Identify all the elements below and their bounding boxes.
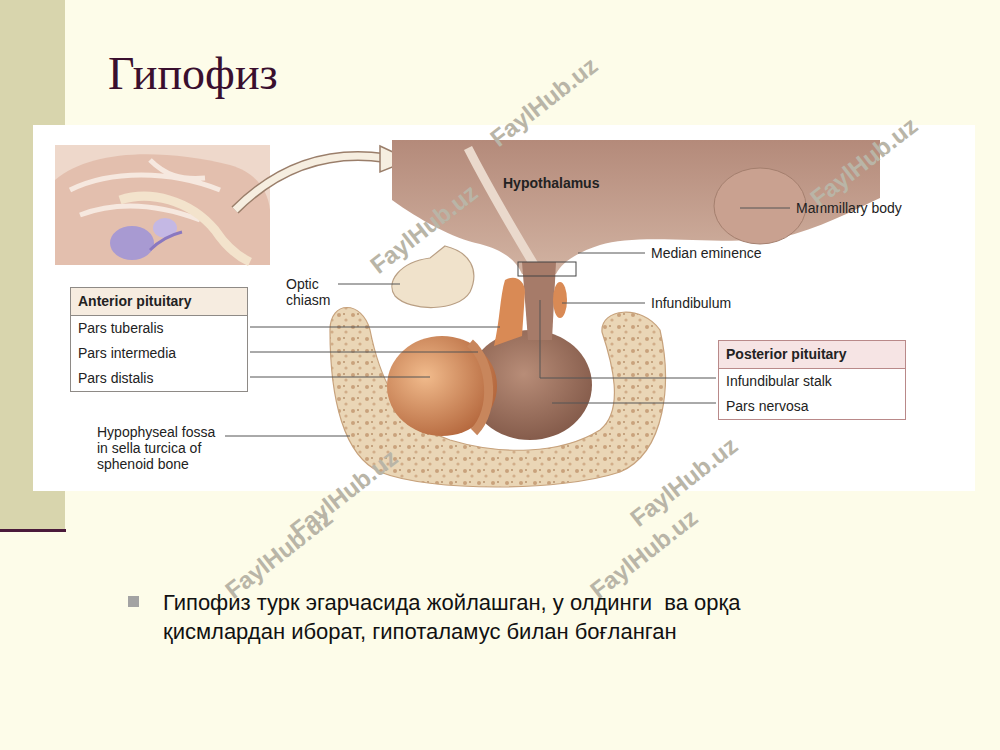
drawing-part: [235, 156, 385, 210]
box-heading: Anterior pituitary: [71, 288, 247, 316]
part-name: Pars distalis: [71, 366, 247, 391]
drawing-part: [470, 343, 489, 432]
pituitary-gland: [387, 262, 592, 440]
drawing-part: [250, 377, 430, 378]
drawing-part: [150, 232, 182, 250]
drawing-part: [110, 226, 154, 260]
drawing-part: [553, 282, 567, 318]
drawing-part: [225, 436, 350, 437]
drawing-part: [250, 352, 478, 353]
slide-title: Гипофиз: [108, 48, 278, 100]
anterior-pituitary-box: Anterior pituitaryPars tuberalisPars int…: [70, 287, 248, 392]
bullet-text: Гипофиз турк эгарчасида жойлашган, у олд…: [163, 588, 783, 646]
drawing-part: [552, 403, 716, 404]
drawing-part: [387, 336, 497, 436]
structure-label: Optic chiasm: [286, 276, 346, 308]
structure-label: Hypothalamus: [503, 175, 599, 191]
box-heading: Posterior pituitary: [719, 341, 905, 369]
structure-label: Infundibulum: [651, 295, 731, 311]
structure-label: Mammillary body: [796, 200, 902, 216]
strip-line: [0, 529, 66, 532]
part-name: Pars nervosa: [719, 394, 905, 419]
drawing-part: [562, 303, 645, 304]
watermark: FaylHub.uz: [220, 504, 338, 605]
drawing-part: [540, 300, 716, 378]
structure-label: Hypophyseal fossa in sella turcica of sp…: [97, 424, 227, 472]
drawing-part: [468, 148, 536, 268]
drawing-part: [338, 284, 400, 285]
posterior-pituitary-box: Posterior pituitaryInfundibular stalkPar…: [718, 340, 906, 420]
drawing-part: [468, 330, 592, 440]
drawing-part: [578, 253, 645, 254]
part-name: Pars tuberalis: [71, 316, 247, 341]
leader-lines: [225, 208, 790, 436]
drawing-part: [522, 262, 556, 340]
structure-label: Median eminence: [651, 245, 762, 261]
part-name: Infundibular stalk: [719, 369, 905, 394]
drawing-part: [494, 278, 525, 346]
bullet: [128, 596, 139, 607]
part-name: Pars intermedia: [71, 341, 247, 366]
drawing-part: [714, 168, 806, 244]
drawing-part: [740, 208, 790, 209]
median-eminence-frame: [518, 262, 576, 276]
drawing-part: [250, 327, 500, 328]
drawing-part: [235, 156, 385, 210]
pointer-arrow: [235, 146, 410, 210]
